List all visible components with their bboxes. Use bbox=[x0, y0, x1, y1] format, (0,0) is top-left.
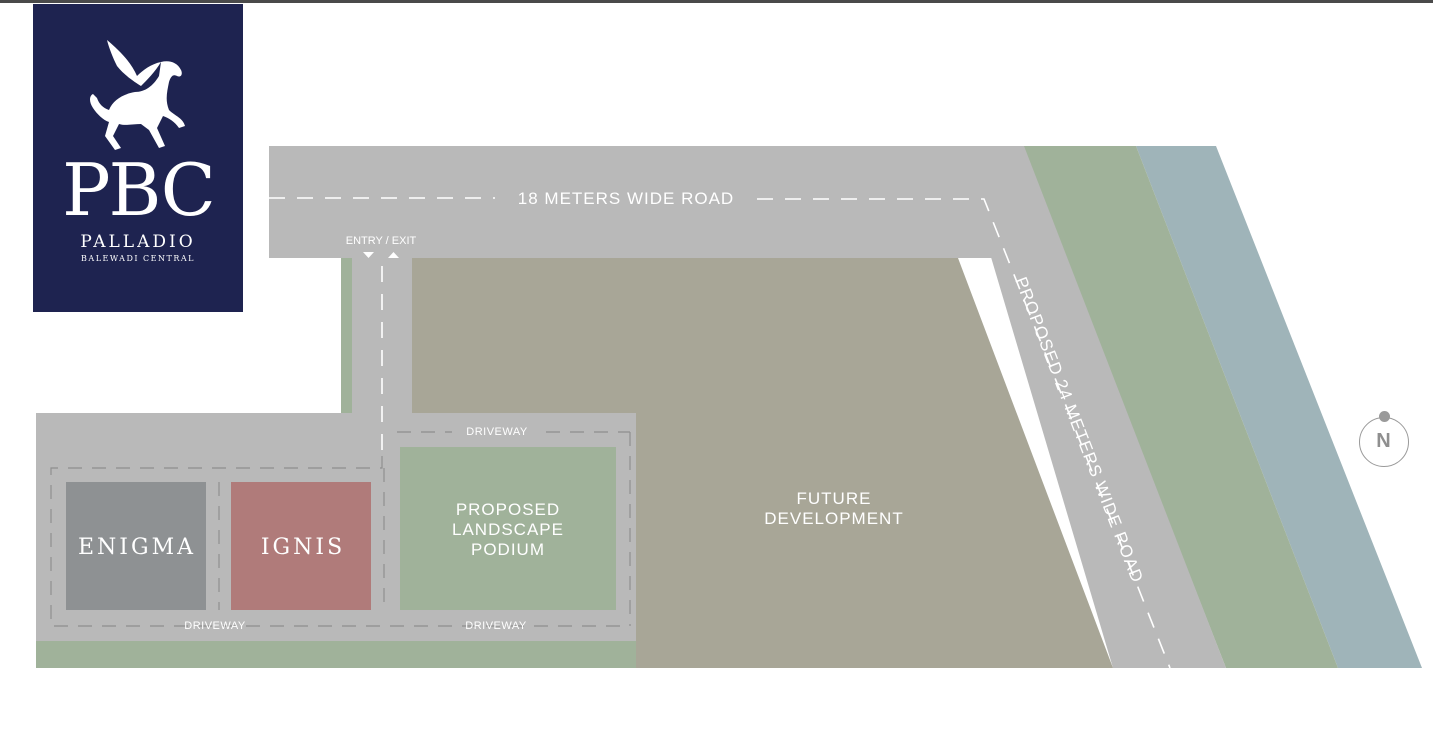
enigma-label: ENIGMA bbox=[78, 535, 196, 560]
ignis-label: IGNIS bbox=[261, 535, 345, 560]
brand-subtitle: PALLADIO bbox=[80, 232, 196, 252]
driveway-label-lower-right: DRIVEWAY bbox=[465, 620, 527, 632]
brand-name: PBC bbox=[62, 148, 216, 232]
top-road-label: 18 METERS WIDE ROAD bbox=[518, 189, 734, 208]
exit-arrow-up-icon bbox=[388, 252, 399, 258]
future-label-line-2: DEVELOPMENT bbox=[764, 509, 903, 528]
ignis-building[interactable] bbox=[231, 482, 371, 610]
brand-location: BALEWADI CENTRAL bbox=[81, 254, 195, 263]
enigma-building[interactable] bbox=[66, 482, 206, 610]
compass-north-label: N bbox=[1376, 430, 1391, 452]
pegasus-icon bbox=[90, 40, 185, 150]
podium-label-line-1: PROPOSED bbox=[456, 500, 560, 519]
green-strip-north bbox=[341, 258, 352, 456]
palladio-logo: PBC PALLADIO BALEWADI CENTRAL bbox=[33, 4, 243, 312]
future-development-zone bbox=[412, 258, 1113, 668]
compass-dot-icon bbox=[1379, 411, 1390, 422]
driveway-loop-left bbox=[50, 456, 620, 627]
diagonal-road bbox=[958, 146, 1226, 668]
future-label-line-1: FUTURE bbox=[797, 489, 872, 508]
entry-arrow-down-icon bbox=[363, 252, 374, 258]
driveway-label-lower-left: DRIVEWAY bbox=[184, 620, 246, 632]
top-border bbox=[0, 0, 1433, 3]
podium-label-line-2: LANDSCAPE bbox=[452, 520, 564, 539]
top-road-lane-right bbox=[757, 198, 1171, 669]
landscape-podium[interactable] bbox=[400, 447, 616, 610]
green-strip-south bbox=[36, 641, 636, 668]
podium-label-line-3: PODIUM bbox=[471, 540, 545, 559]
water-strip bbox=[1136, 146, 1422, 668]
entry-exit-label: ENTRY / EXIT bbox=[346, 235, 417, 247]
north-compass: N bbox=[1359, 411, 1409, 467]
driveway-label-upper: DRIVEWAY bbox=[466, 426, 528, 438]
green-strip-east bbox=[1022, 146, 1338, 668]
